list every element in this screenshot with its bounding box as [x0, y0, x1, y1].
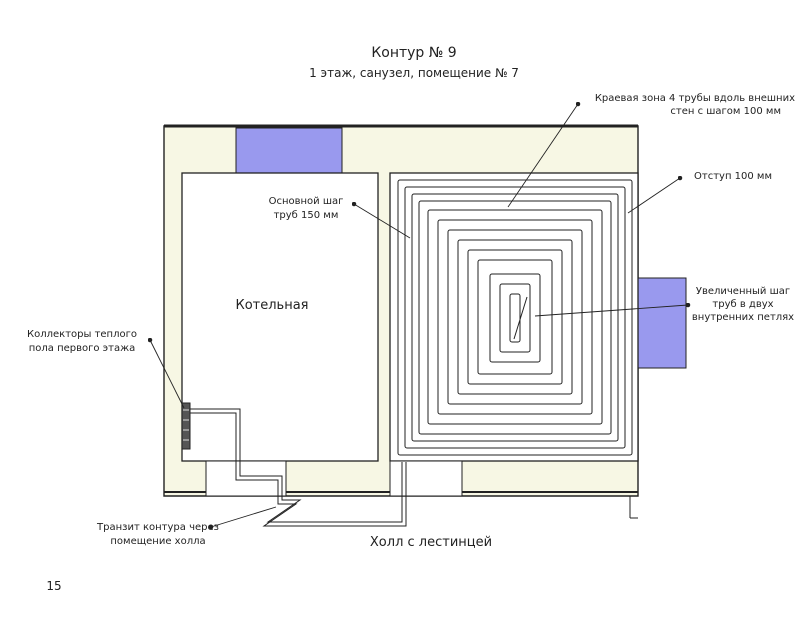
pipe-loop — [457, 239, 573, 395]
pipe-loop — [499, 283, 531, 353]
heating-pipe-loop — [190, 179, 633, 527]
svg-text:Краевая зона 4 трубы вдоль вне: Краевая зона 4 трубы вдоль внешних — [595, 93, 795, 104]
diagram-title: Контур № 9 — [371, 45, 456, 61]
pipe-loop — [467, 249, 563, 385]
svg-text:Транзит контура через: Транзит контура через — [96, 522, 219, 533]
svg-text:помещение холла: помещение холла — [110, 536, 205, 547]
pipe-transit — [235, 458, 407, 527]
pipe-loop — [489, 273, 541, 363]
callout-transit: Транзит контура через помещение холла — [96, 522, 219, 547]
pipe-loop — [404, 186, 626, 449]
svg-text:пола первого этажа: пола первого этажа — [29, 343, 136, 354]
callout-main-step: Основной шаг труб 150 мм — [269, 196, 344, 221]
pipe-loop — [411, 193, 619, 442]
pipe-loop — [427, 209, 603, 425]
manifold-collector — [181, 402, 191, 450]
pipe-loop — [477, 259, 553, 375]
boiler-room-label: Котельная — [235, 298, 308, 313]
svg-text:труб в двух: труб в двух — [712, 299, 773, 310]
svg-text:труб 150 мм: труб 150 мм — [274, 210, 339, 221]
pipe-transit — [239, 458, 403, 523]
svg-text:стен с шагом 100 мм: стен с шагом 100 мм — [670, 106, 781, 117]
leader-lines — [147, 101, 691, 530]
callout-edge-zone: Краевая зона 4 трубы вдоль внешних стен … — [595, 93, 795, 117]
pipe-loop — [447, 229, 583, 405]
page-number: 15 — [46, 579, 61, 593]
pipe-transit — [190, 412, 237, 458]
pipe-loop — [397, 179, 633, 456]
svg-text:Коллекторы теплого: Коллекторы теплого — [27, 329, 137, 340]
pipe-loop — [437, 219, 593, 415]
window-opening-top — [235, 127, 343, 175]
callout-offset: Отступ 100 мм — [694, 171, 772, 182]
callout-increased-step: Увеличенный шаг труб в двух внутренних п… — [692, 286, 794, 323]
bathroom-room — [389, 172, 639, 462]
svg-text:внутренних петлях: внутренних петлях — [692, 312, 794, 323]
svg-text:Увеличенный шаг: Увеличенный шаг — [696, 286, 790, 297]
pipe-loop — [418, 200, 612, 435]
svg-text:Основной шаг: Основной шаг — [269, 196, 344, 207]
pipe-transit — [190, 408, 241, 458]
callout-collectors: Коллекторы теплого пола первого этажа — [27, 329, 137, 354]
diagram-subtitle: 1 этаж, санузел, помещение № 7 — [309, 66, 519, 80]
window-opening-right — [637, 277, 687, 369]
hall-label: Холл с лестинцей — [370, 535, 492, 550]
pipe-crossover — [513, 296, 528, 340]
